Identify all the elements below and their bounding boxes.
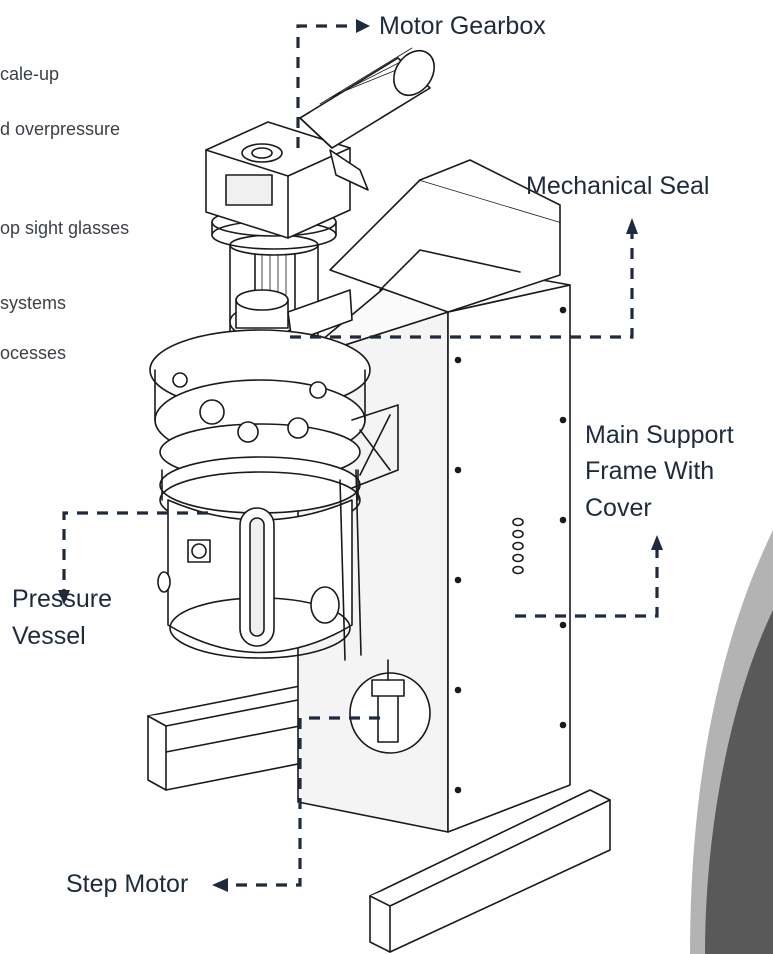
label-pressure-vessel-line1: Pressure [12,585,113,613]
arrowhead-pressure-vessel [58,590,70,605]
vessel-body [157,499,353,659]
bullet-item: ocesses [0,343,67,363]
label-main-support-line3: Cover [585,494,652,522]
base-right-skid [369,789,611,953]
leader-main-support [515,548,659,618]
callout-arrowheads [58,19,663,892]
bullet-item: cale-up [0,64,60,84]
bullet-item: op sight glasses [0,218,130,238]
label-pressure-vessel-line2: Vessel [12,622,86,650]
column-top-housing [329,159,561,313]
motor [299,47,435,191]
base-left-skid [147,685,319,791]
arrowhead-mechanical-seal [626,218,638,234]
leader-step-motor [225,716,380,887]
label-step-motor: Step Motor [66,870,189,898]
leader-pressure-vessel [62,511,208,590]
label-main-support-line1: Main Support [585,421,734,449]
label-motor-gearbox: Motor Gearbox [379,12,546,40]
machine-drawing [147,47,611,953]
bullet-item: systems [0,293,67,313]
vessel-mount-bracket [339,404,399,661]
step-motor-detail [349,659,431,754]
gearbox [205,121,351,239]
bullet-item: d overpressure [0,119,121,139]
corner-swoosh-dark [705,610,773,954]
callout-leaders [62,24,659,887]
arrowhead-motor-gearbox [356,19,370,33]
control-knobs [512,517,524,575]
arrowhead-main-support [651,535,663,550]
label-main-support-line2: Frame With [585,457,715,485]
leader-mechanical-seal [290,232,634,339]
arrowhead-step-motor [212,878,228,892]
label-mechanical-seal: Mechanical Seal [526,172,710,200]
leader-motor-gearbox [296,24,354,148]
